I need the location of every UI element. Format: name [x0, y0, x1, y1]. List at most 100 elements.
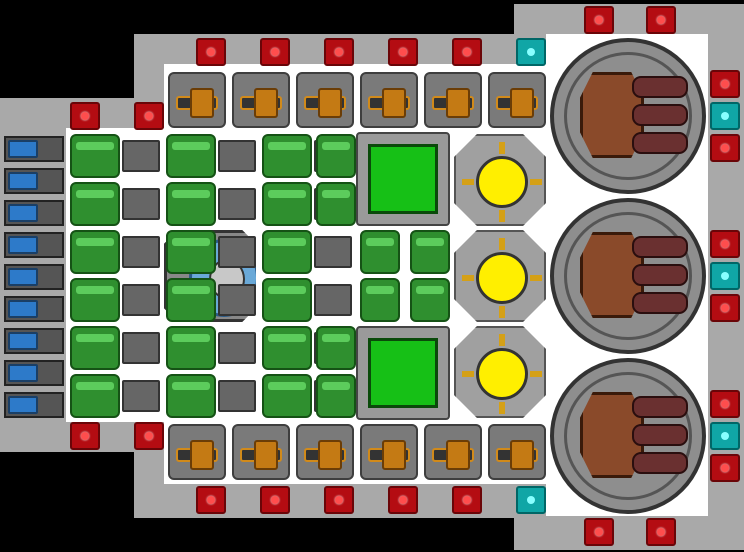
red-slot-icon[interactable] — [134, 422, 164, 450]
red-slot-icon[interactable] — [134, 102, 164, 130]
green-battery-icon[interactable] — [360, 278, 400, 322]
cannon-icon[interactable] — [168, 72, 226, 128]
screen-top-frame[interactable] — [356, 132, 450, 226]
green-battery-icon[interactable] — [70, 374, 120, 418]
green-battery-icon[interactable] — [262, 230, 312, 274]
cannon-mount — [190, 88, 214, 118]
red-slot-icon[interactable] — [70, 422, 100, 450]
cannon-icon[interactable] — [232, 424, 290, 480]
teal-slot-icon[interactable] — [710, 102, 740, 130]
teal-slot-icon[interactable] — [516, 486, 546, 514]
blue-thruster-icon[interactable] — [8, 300, 38, 318]
turret-barrel — [632, 264, 688, 286]
green-battery-icon[interactable] — [360, 230, 400, 274]
cannon-mount — [382, 440, 406, 470]
cannon-mount — [510, 88, 534, 118]
red-slot-icon[interactable] — [70, 102, 100, 130]
green-battery-icon[interactable] — [316, 134, 356, 178]
triple-barrel-turret-icon[interactable] — [550, 38, 706, 194]
green-battery-icon[interactable] — [410, 230, 450, 274]
red-slot-icon[interactable] — [710, 134, 740, 162]
blue-thruster-icon[interactable] — [8, 268, 38, 286]
cannon-icon[interactable] — [424, 424, 482, 480]
reactor-housing[interactable] — [454, 230, 546, 322]
cannon-icon[interactable] — [488, 424, 546, 480]
turret-barrel — [632, 396, 688, 418]
cannon-icon[interactable] — [360, 424, 418, 480]
green-screen-icon — [368, 144, 438, 214]
cannon-icon[interactable] — [488, 72, 546, 128]
red-slot-icon[interactable] — [452, 486, 482, 514]
green-battery-icon[interactable] — [262, 182, 312, 226]
reactor-housing[interactable] — [454, 326, 546, 418]
tick-bottom — [499, 306, 505, 318]
green-battery-icon[interactable] — [70, 182, 120, 226]
red-slot-icon[interactable] — [260, 38, 290, 66]
red-slot-icon[interactable] — [710, 390, 740, 418]
green-battery-icon[interactable] — [166, 230, 216, 274]
cannon-mount — [318, 440, 342, 470]
cannon-icon[interactable] — [424, 72, 482, 128]
blue-thruster-icon[interactable] — [8, 332, 38, 350]
green-battery-icon[interactable] — [70, 134, 120, 178]
green-battery-icon[interactable] — [166, 182, 216, 226]
green-battery-icon[interactable] — [70, 326, 120, 370]
green-battery-icon[interactable] — [262, 374, 312, 418]
blue-thruster-icon[interactable] — [8, 236, 38, 254]
blue-thruster-icon[interactable] — [8, 204, 38, 222]
green-screen-icon — [368, 338, 438, 408]
green-battery-icon[interactable] — [262, 278, 312, 322]
cannon-icon[interactable] — [360, 72, 418, 128]
green-battery-icon[interactable] — [166, 134, 216, 178]
green-battery-icon[interactable] — [410, 278, 450, 322]
red-slot-icon[interactable] — [710, 70, 740, 98]
green-battery-icon[interactable] — [316, 182, 356, 226]
red-slot-icon[interactable] — [710, 230, 740, 258]
red-slot-icon[interactable] — [324, 38, 354, 66]
turret-barrel — [632, 424, 688, 446]
cannon-icon[interactable] — [232, 72, 290, 128]
green-battery-icon[interactable] — [262, 326, 312, 370]
green-battery-icon[interactable] — [70, 230, 120, 274]
red-slot-icon[interactable] — [584, 6, 614, 34]
red-slot-icon[interactable] — [196, 486, 226, 514]
battery-connector — [218, 332, 256, 364]
red-slot-icon[interactable] — [260, 486, 290, 514]
reactor-housing[interactable] — [454, 134, 546, 226]
green-battery-icon[interactable] — [166, 374, 216, 418]
triple-barrel-turret-icon[interactable] — [550, 198, 706, 354]
tick-right — [530, 371, 542, 377]
green-battery-icon[interactable] — [316, 326, 356, 370]
green-battery-icon[interactable] — [166, 278, 216, 322]
blue-thruster-icon[interactable] — [8, 172, 38, 190]
screen-bottom-frame[interactable] — [356, 326, 450, 420]
green-battery-icon[interactable] — [262, 134, 312, 178]
battery-connector — [314, 236, 352, 268]
tick-bottom — [499, 210, 505, 222]
red-slot-icon[interactable] — [646, 518, 676, 546]
red-slot-icon[interactable] — [324, 486, 354, 514]
green-battery-icon[interactable] — [166, 326, 216, 370]
teal-slot-icon[interactable] — [710, 422, 740, 450]
red-slot-icon[interactable] — [710, 294, 740, 322]
red-slot-icon[interactable] — [388, 38, 418, 66]
teal-slot-icon[interactable] — [516, 38, 546, 66]
green-battery-icon[interactable] — [70, 278, 120, 322]
red-slot-icon[interactable] — [646, 6, 676, 34]
red-slot-icon[interactable] — [584, 518, 614, 546]
cannon-mount — [446, 440, 470, 470]
blue-thruster-icon[interactable] — [8, 364, 38, 382]
cannon-icon[interactable] — [296, 72, 354, 128]
green-battery-icon[interactable] — [316, 374, 356, 418]
triple-barrel-turret-icon[interactable] — [550, 358, 706, 514]
blue-thruster-icon[interactable] — [8, 396, 38, 414]
red-slot-icon[interactable] — [710, 454, 740, 482]
blue-thruster-icon[interactable] — [8, 140, 38, 158]
turret-barrel — [632, 452, 688, 474]
red-slot-icon[interactable] — [388, 486, 418, 514]
cannon-icon[interactable] — [296, 424, 354, 480]
red-slot-icon[interactable] — [196, 38, 226, 66]
cannon-icon[interactable] — [168, 424, 226, 480]
red-slot-icon[interactable] — [452, 38, 482, 66]
teal-slot-icon[interactable] — [710, 262, 740, 290]
